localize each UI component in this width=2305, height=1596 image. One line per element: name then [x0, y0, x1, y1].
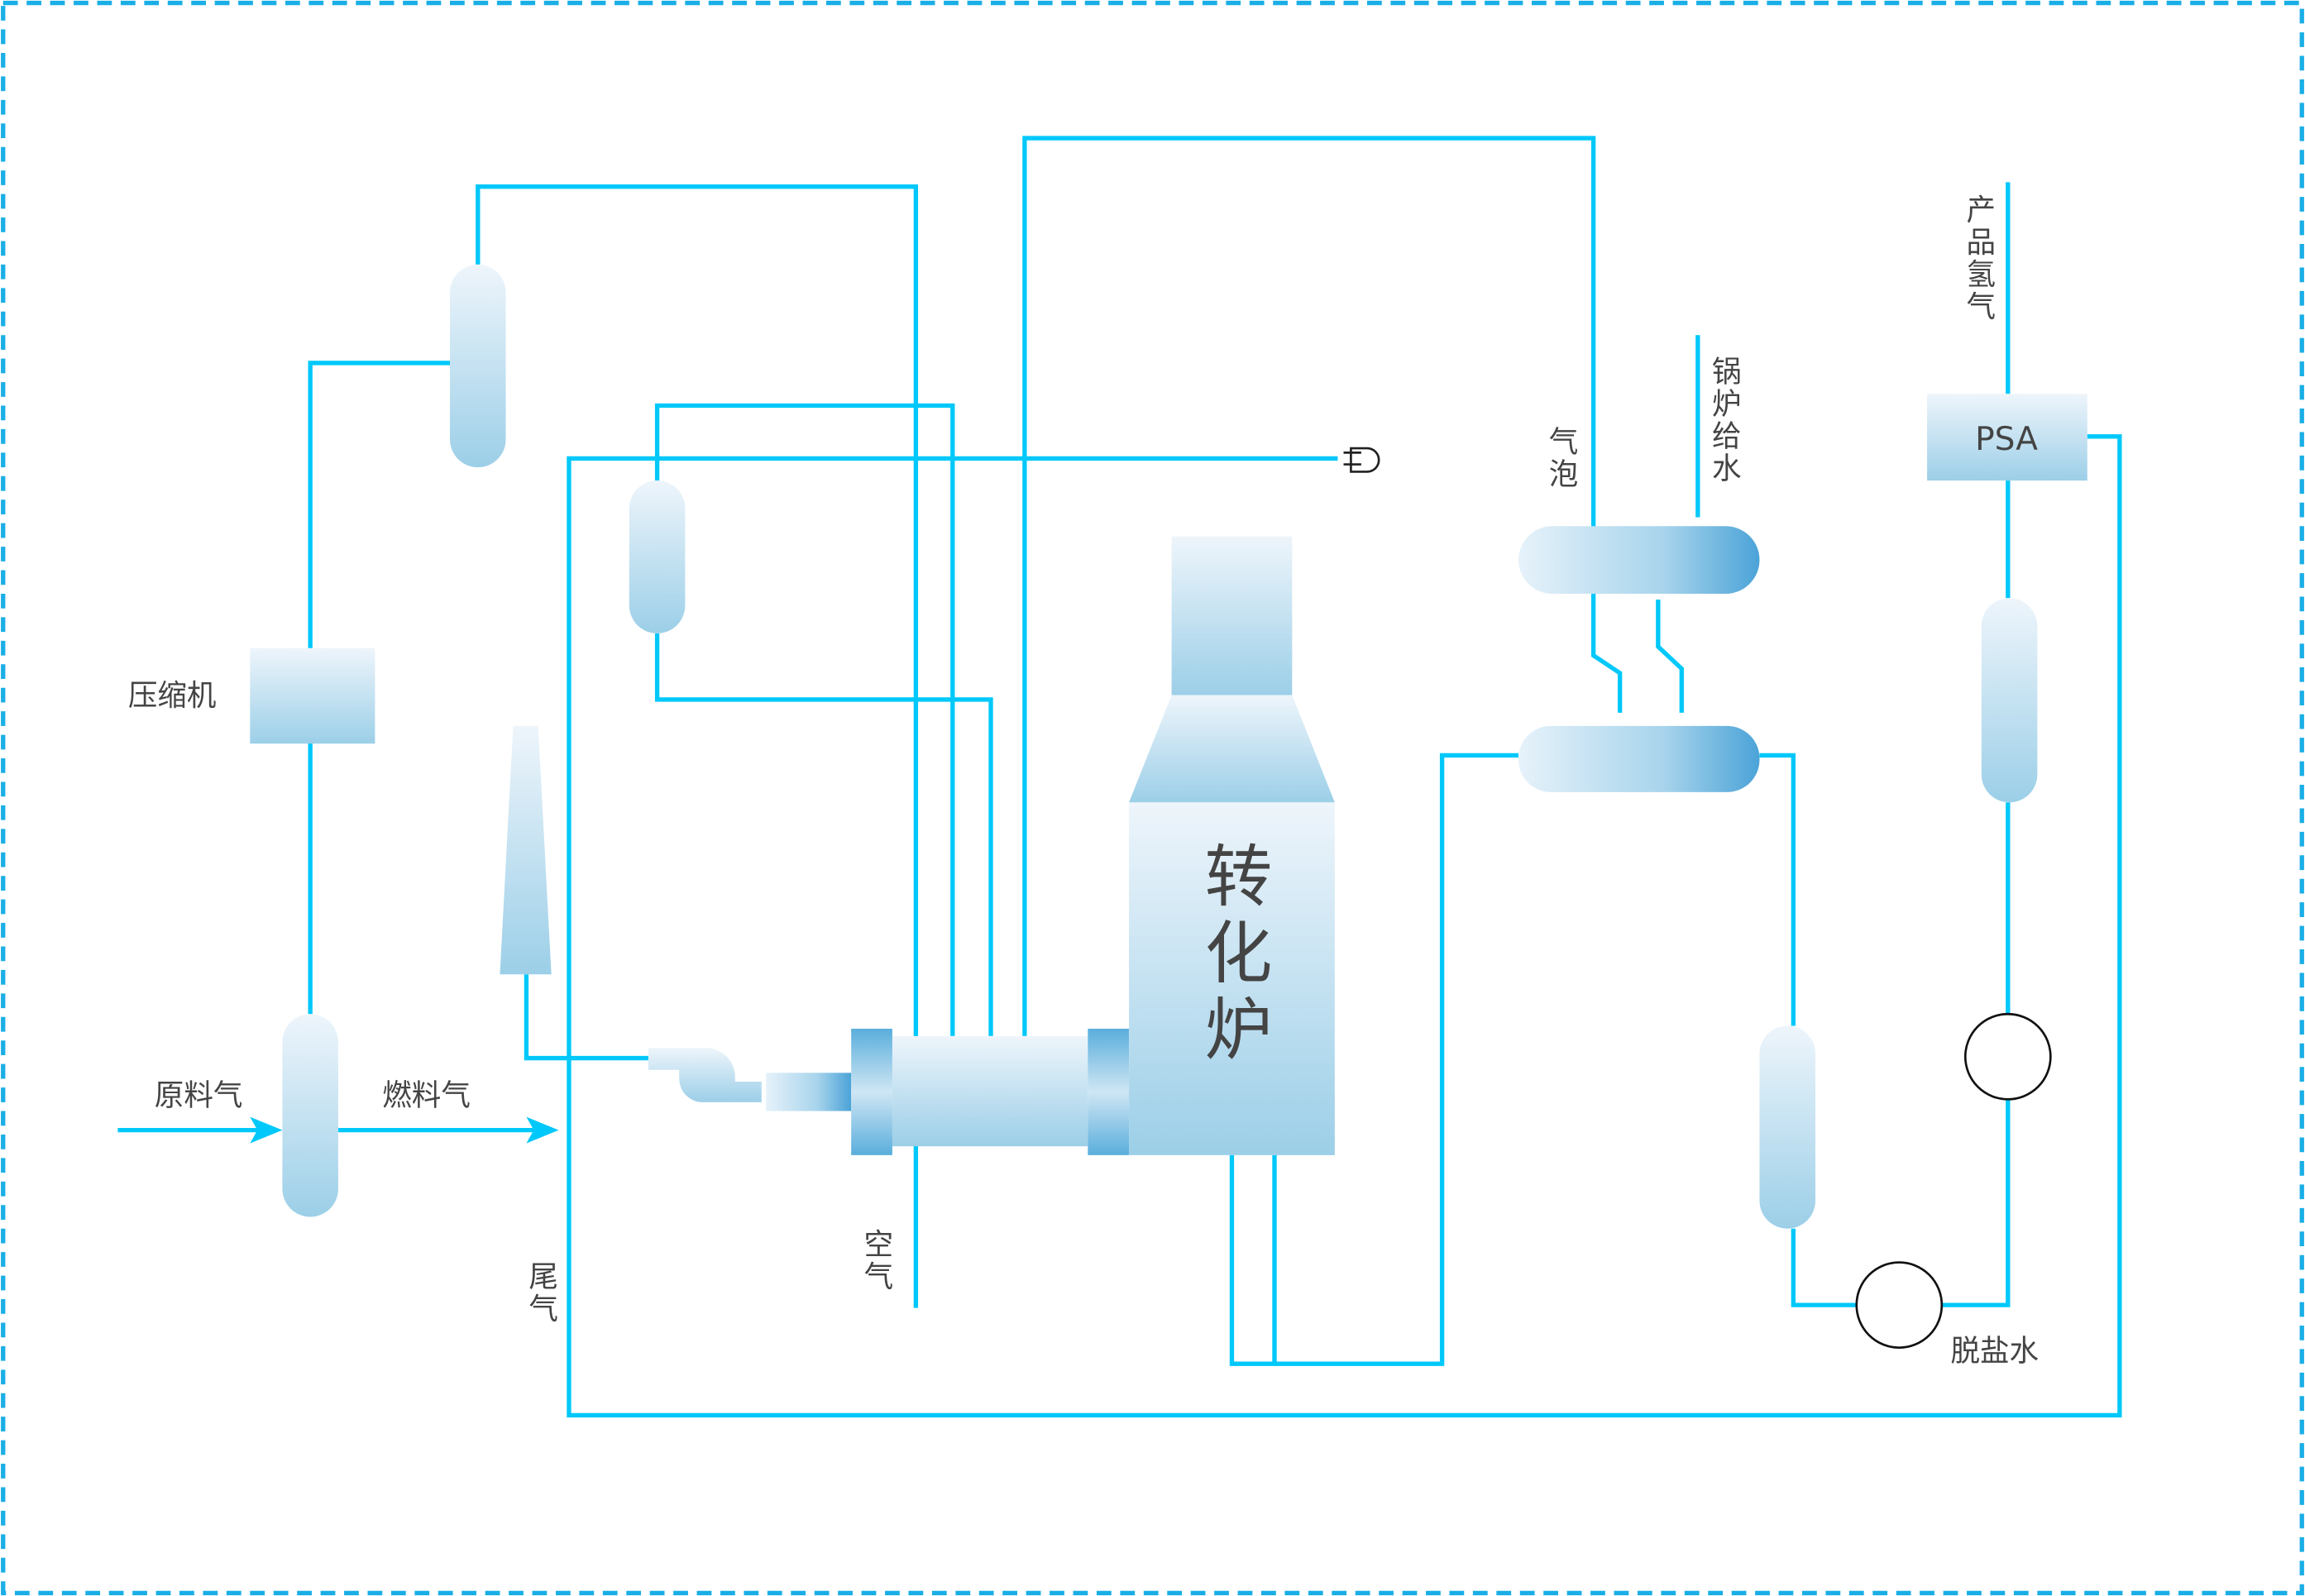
pipe-compressor-v1 — [308, 361, 451, 1015]
burner-nozzle — [766, 1073, 852, 1111]
air-label: 空气 — [859, 1229, 893, 1293]
steam-drum — [1518, 526, 1760, 594]
vessel-2 — [629, 480, 686, 633]
arrow-icon — [250, 1116, 283, 1144]
pipe-cone-burner — [524, 974, 648, 1061]
vessel-4 — [1981, 598, 2038, 803]
burner — [648, 1029, 1130, 1155]
reformer-label: 转化炉 — [1193, 841, 1271, 1070]
tail-gas-label: 尾气 — [524, 1261, 558, 1326]
burner-tube — [892, 1035, 1088, 1147]
compressor-label: 压缩机 — [128, 679, 217, 713]
psa-label: PSA — [1975, 421, 2038, 458]
feed-separator — [282, 1014, 338, 1217]
burner-flange-2 — [1088, 1029, 1130, 1155]
pipe-pump-psa — [1941, 1099, 2011, 1307]
pipes — [117, 136, 2122, 1418]
pump-icon — [1855, 1261, 1944, 1349]
pipe-v2-bottom — [654, 633, 993, 1036]
product-hydrogen-label: 产品氢气 — [1962, 194, 1996, 323]
pipe-tail-gas — [567, 434, 2122, 1418]
pump-icon — [1963, 1012, 2052, 1101]
pipe-to-drum — [1022, 136, 1623, 1036]
reformer-furnace: 转化炉 — [1129, 536, 1335, 1155]
pipe-exchanger-out — [1759, 753, 1796, 1026]
burner-flange-1 — [851, 1029, 892, 1155]
pipe-v1-top — [476, 184, 919, 1308]
vessel-1 — [450, 264, 506, 468]
burner-elbow — [648, 1048, 762, 1102]
feed-gas-label: 原料气 — [155, 1078, 243, 1112]
steam-drum-label: 气泡 — [1544, 426, 1578, 490]
pipe-furnace-out — [1229, 753, 1519, 1366]
boiler-feed-water-label: 锅炉给水 — [1707, 356, 1741, 485]
vessel-3 — [1759, 1025, 1816, 1229]
demineralized-water-label: 脱盐水 — [1951, 1335, 2040, 1369]
cone-mixer — [500, 725, 552, 975]
compressor — [250, 647, 375, 744]
plug-icon — [1343, 447, 1380, 473]
pipe-v3-pump — [1791, 1228, 1857, 1307]
fuel-gas-label: 燃料气 — [382, 1078, 471, 1112]
pipe-v2-top — [654, 403, 955, 1036]
waste-heat-exchanger — [1518, 725, 1760, 792]
psa-unit — [1927, 394, 2087, 481]
pipe-drum-return — [1656, 600, 1684, 713]
arrow-icon — [526, 1116, 559, 1144]
